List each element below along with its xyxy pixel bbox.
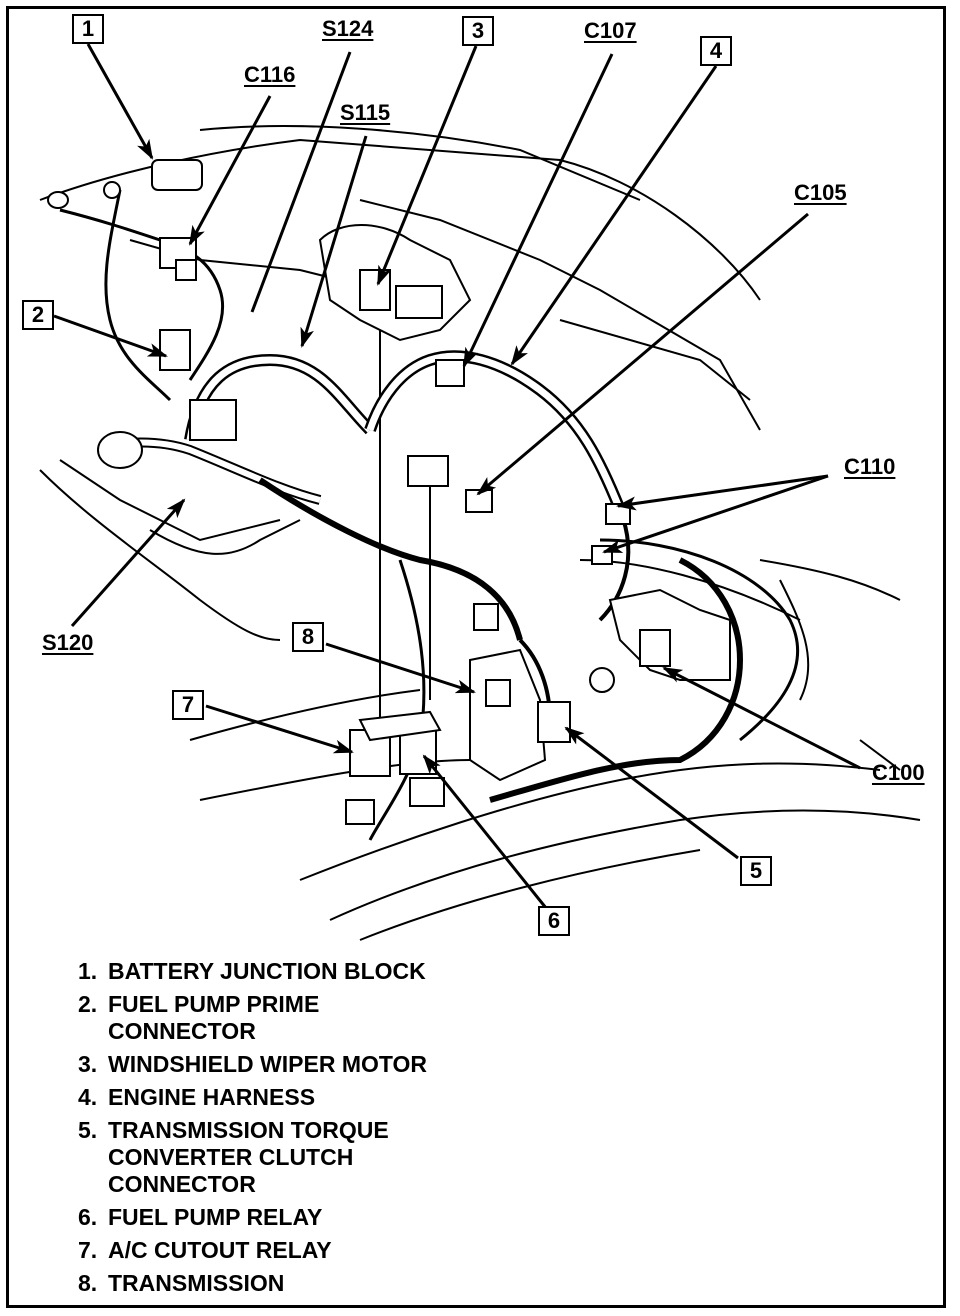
- callout-4-label: 4: [709, 38, 723, 63]
- label-s120: S120: [42, 630, 94, 655]
- legend-text: BATTERY JUNCTION BLOCK: [108, 958, 426, 984]
- component-legend: 1. BATTERY JUNCTION BLOCK 2. FUEL PUMP PRI…: [78, 958, 598, 1303]
- callout-4: 4: [700, 36, 732, 66]
- legend-item: 1. BATTERY JUNCTION BLOCK: [78, 958, 598, 985]
- wiring-harness: [59, 189, 800, 841]
- legend-number: 4.: [78, 1084, 98, 1110]
- label-c107: C107: [584, 18, 637, 43]
- label-c100: C100: [872, 760, 925, 785]
- callout-8-label: 8: [301, 624, 315, 649]
- legend-number: 5.: [78, 1117, 98, 1143]
- legend-number: 6.: [78, 1204, 98, 1230]
- legend-text: TRANSMISSION: [108, 1270, 285, 1296]
- leader-lines: [53, 43, 861, 909]
- legend-text: ENGINE HARNESS: [108, 1084, 316, 1110]
- components: [47, 159, 731, 825]
- label-s124: S124: [322, 16, 374, 41]
- legend-item: 7. A/C CUTOUT RELAY: [78, 1237, 598, 1264]
- callout-6: 6: [538, 906, 570, 936]
- vehicle-body-outline: [39, 125, 921, 941]
- callout-2: 2: [22, 300, 54, 330]
- callout-5-label: 5: [749, 858, 763, 883]
- callout-7: 7: [172, 690, 204, 720]
- legend-number: 7.: [78, 1237, 98, 1263]
- callout-8: 8: [292, 622, 324, 652]
- label-c110: C110: [844, 454, 896, 479]
- callout-7-label: 7: [181, 692, 195, 717]
- callout-5: 5: [740, 856, 772, 886]
- callout-2-label: 2: [31, 302, 45, 327]
- legend-number: 1.: [78, 958, 98, 984]
- callout-1-label: 1: [81, 16, 95, 41]
- legend-item: 2. FUEL PUMP PRIME CONNECTOR: [78, 991, 598, 1045]
- callout-1: 1: [72, 14, 104, 44]
- legend-item: 5. TRANSMISSION TORQUE CONVERTER CLUTCH C…: [78, 1117, 598, 1198]
- legend-item: 6. FUEL PUMP RELAY: [78, 1204, 598, 1231]
- page-frame: [6, 6, 946, 1308]
- callout-3: 3: [462, 16, 494, 46]
- callout-6-label: 6: [547, 908, 561, 933]
- legend-text: WINDSHIELD WIPER MOTOR: [108, 1051, 428, 1077]
- legend-number: 8.: [78, 1270, 98, 1296]
- label-c116: C116: [244, 62, 296, 87]
- legend-item: 4. ENGINE HARNESS: [78, 1084, 598, 1111]
- legend-item: 3. WINDSHIELD WIPER MOTOR: [78, 1051, 598, 1078]
- legend-text: A/C CUTOUT RELAY: [108, 1237, 332, 1263]
- legend-text: FUEL PUMP RELAY: [108, 1204, 323, 1230]
- callout-3-label: 3: [471, 18, 485, 43]
- label-s115: S115: [340, 100, 391, 125]
- legend-item: 8. TRANSMISSION: [78, 1270, 598, 1297]
- legend-number: 3.: [78, 1051, 98, 1077]
- legend-text: FUEL PUMP PRIME CONNECTOR: [108, 991, 320, 1044]
- legend-text: TRANSMISSION TORQUE CONVERTER CLUTCH CON…: [108, 1117, 389, 1197]
- label-c105: C105: [794, 180, 847, 205]
- legend-number: 2.: [78, 991, 98, 1017]
